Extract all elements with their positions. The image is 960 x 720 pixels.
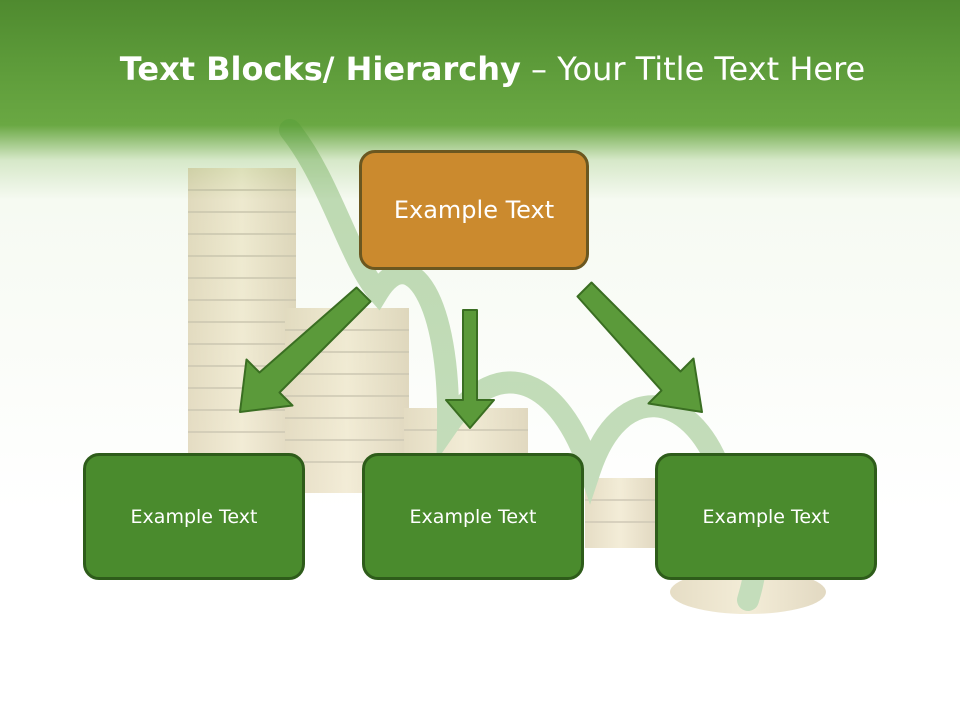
- slide-title: Text Blocks/ Hierarchy – Your Title Text…: [0, 50, 960, 88]
- right-text-block-label: Example Text: [702, 505, 830, 528]
- left-text-block: Example Text: [83, 453, 305, 580]
- top-text-block-label: Example Text: [393, 196, 555, 224]
- right-text-block: Example Text: [655, 453, 877, 580]
- arrow-to-middle-box: [445, 309, 495, 429]
- left-text-block-label: Example Text: [130, 505, 258, 528]
- title-rest-part: – Your Title Text Here: [520, 50, 866, 88]
- top-text-block: Example Text: [359, 150, 589, 270]
- title-bold-part: Text Blocks/ Hierarchy: [119, 50, 521, 88]
- arrow-to-right-box: [576, 281, 703, 413]
- middle-text-block: Example Text: [362, 453, 584, 580]
- arrow-to-left-box: [239, 286, 372, 413]
- middle-text-block-label: Example Text: [409, 505, 537, 528]
